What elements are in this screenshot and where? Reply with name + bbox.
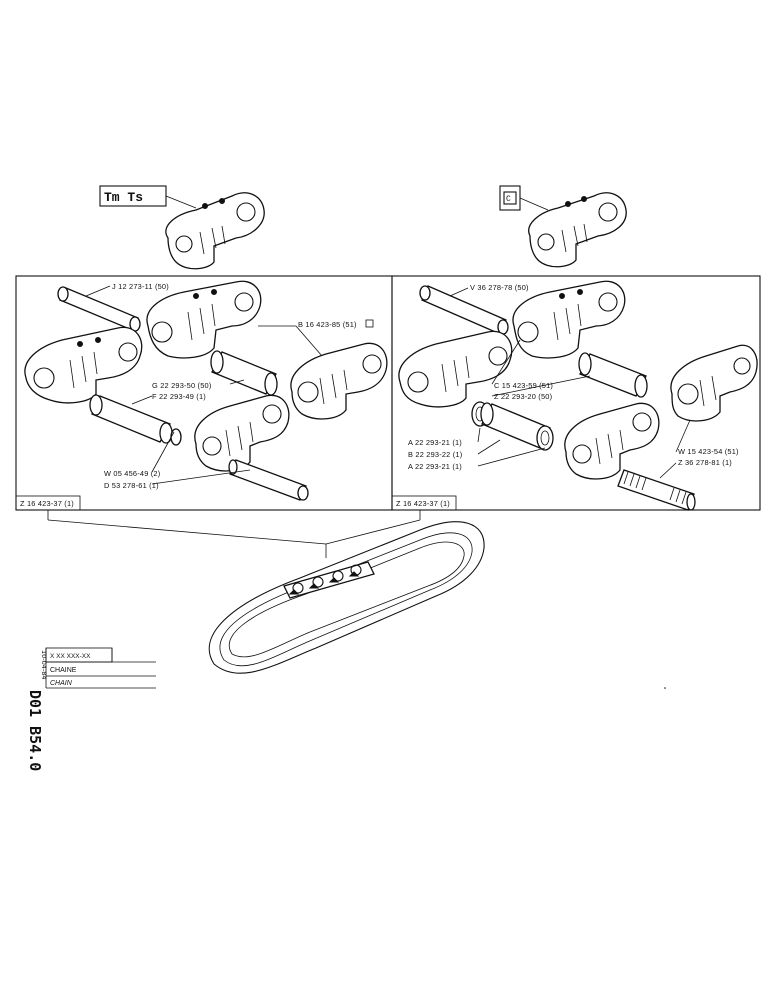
- link-lower-front: [194, 394, 290, 472]
- label-w-left: W 05 456-49 (2): [104, 469, 160, 478]
- link-b-upper: [146, 280, 262, 359]
- symbol-label-left: Tm Ts: [104, 190, 143, 205]
- label-v: V 36 278-78 (50): [470, 283, 529, 292]
- square-marker: [365, 319, 374, 328]
- symbol-box-left: Tm Ts: [99, 185, 197, 209]
- stray-dot: [664, 687, 666, 689]
- right-panel-frame: [391, 275, 761, 511]
- symbol-label-right: C: [506, 195, 511, 204]
- label-d: D 53 278-61 (1): [104, 481, 159, 490]
- bushing-b: [480, 402, 554, 451]
- svg-text:Z 16 423-37 (1): Z 16 423-37 (1): [20, 499, 74, 508]
- label-w-right: W 15 423-54 (51): [678, 447, 739, 456]
- pin-v: [419, 285, 509, 335]
- title-block: X XX XXX-XX CHAINE CHAIN: [45, 647, 156, 689]
- bushing-f: [89, 394, 182, 446]
- label-b-right: B 22 293-22 (1): [408, 450, 462, 459]
- link-w-right: [670, 344, 758, 422]
- label-b-left: B 16 423-85 (51): [298, 320, 357, 329]
- connector-lines: [47, 510, 421, 558]
- pin-d: [228, 459, 309, 501]
- link-c-upper: [512, 280, 626, 359]
- left-frame-code: Z 16 423-37 (1): [15, 495, 81, 511]
- label-a1: A 22 293-21 (1): [408, 438, 462, 447]
- pin-j: [57, 286, 141, 332]
- label-j: J 12 273-11 (50): [112, 282, 169, 291]
- track-link-top-right: [528, 192, 627, 268]
- label-f: F 22 293-49 (1): [152, 392, 206, 401]
- left-leaders: [85, 285, 323, 485]
- side-date: 10-04-84: [40, 650, 48, 680]
- track-chain-loop: [208, 521, 485, 674]
- right-frame-code: Z 16 423-37 (1): [391, 495, 457, 511]
- bushing-g: [210, 350, 278, 396]
- link-lower-front-right: [564, 402, 660, 480]
- bushing-z: [578, 352, 648, 398]
- label-z2: Z 36 278-81 (1): [678, 458, 732, 467]
- label-c: C 15 423-59 (51): [494, 381, 553, 390]
- symbol-box-right: C: [499, 185, 549, 211]
- link-b-right: [290, 342, 388, 420]
- label-a2: A 22 293-21 (1): [408, 462, 462, 471]
- svg-text:Z 16 423-37 (1): Z 16 423-37 (1): [396, 499, 450, 508]
- title-english: CHAIN: [50, 680, 73, 687]
- title-french: CHAINE: [50, 667, 77, 674]
- side-code: D01 B54.0: [26, 690, 44, 771]
- right-leaders: [449, 287, 691, 479]
- part-number: X XX XXX-XX: [50, 653, 91, 660]
- link-left-back: [24, 326, 143, 404]
- label-z1: Z 22 293-20 (50): [494, 392, 552, 401]
- label-g: G 22 293-50 (50): [152, 381, 212, 390]
- track-link-top-left: [165, 192, 265, 270]
- side-date-block: 10-04-84: [40, 650, 48, 680]
- pin-z-splined: [617, 469, 696, 511]
- side-reference: D01 B54.0: [26, 690, 44, 771]
